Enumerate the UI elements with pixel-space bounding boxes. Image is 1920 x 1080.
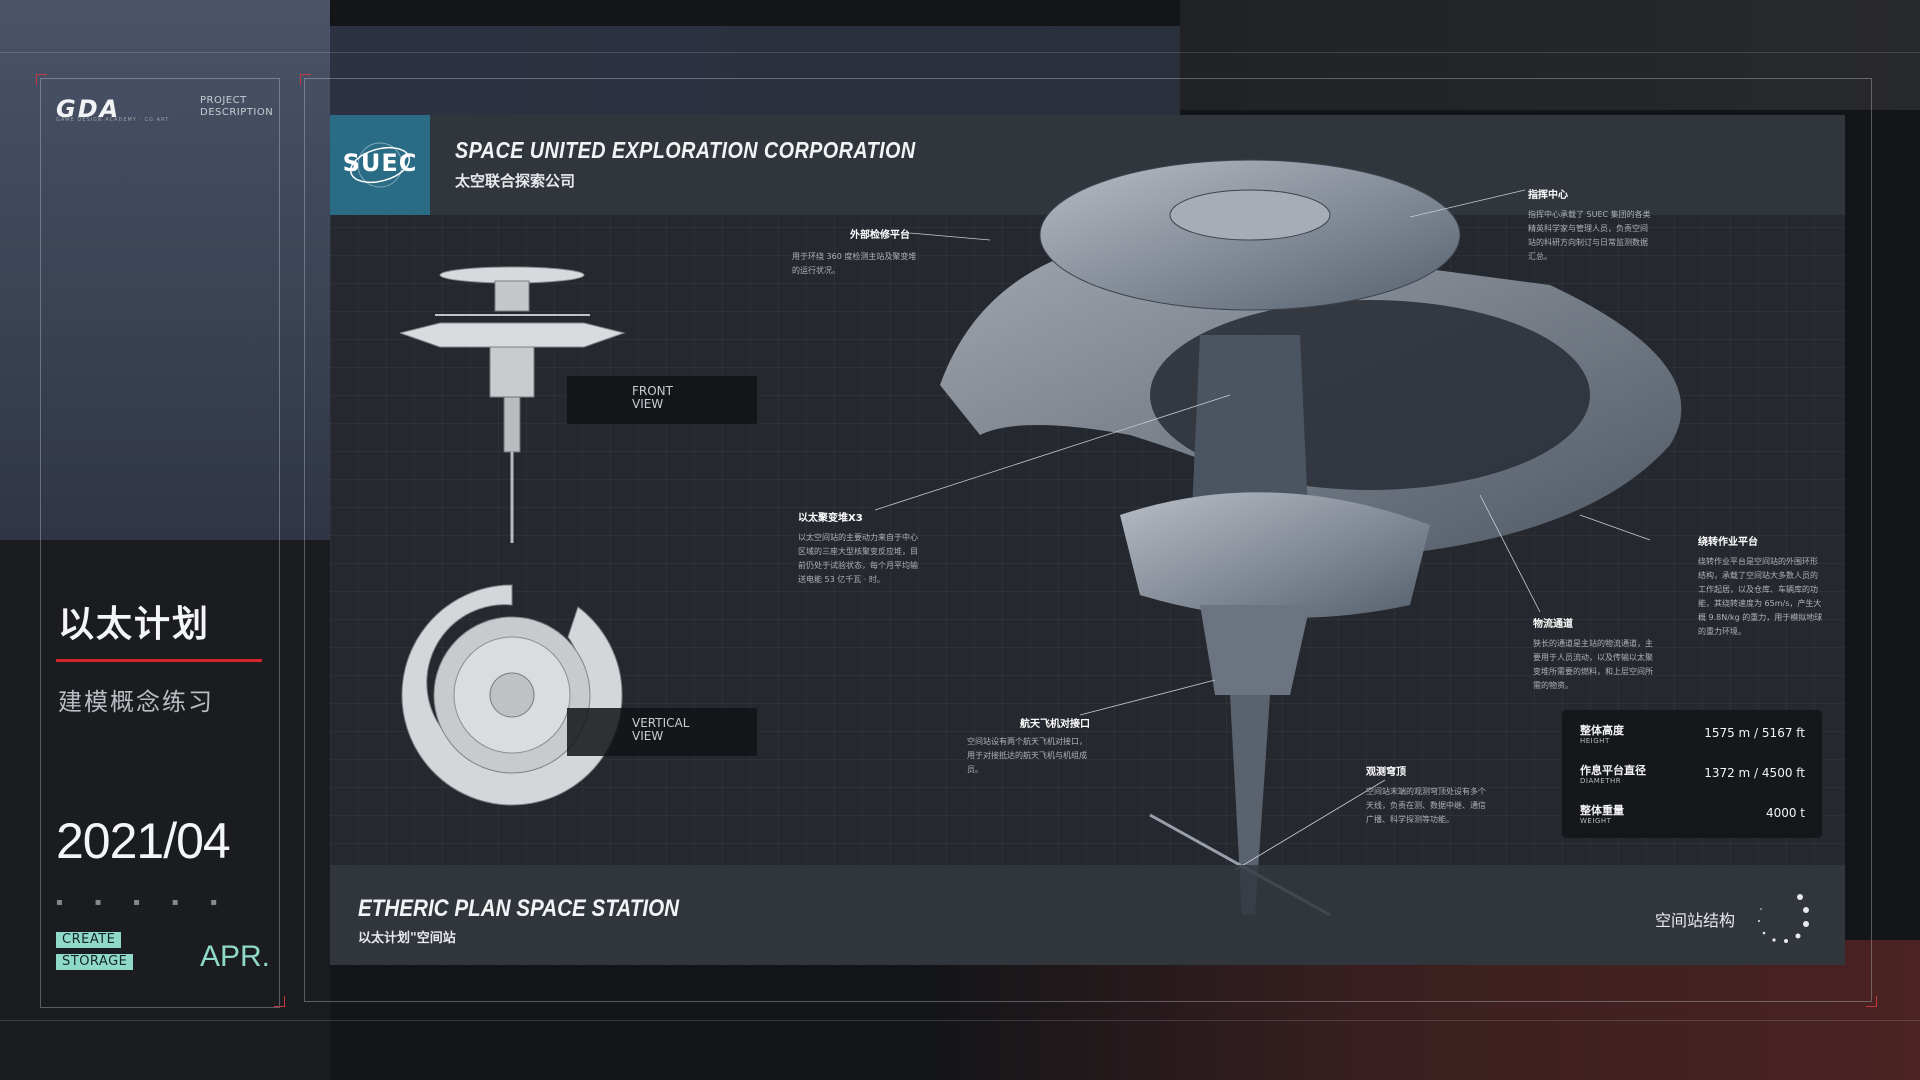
main-frame — [304, 78, 1872, 1002]
annotation-dome-body: 空间站末端的观测穹顶处设有多个天线，负责在测、数据中继、通信广播、科学探测等功能… — [1366, 787, 1486, 824]
space-station-render — [940, 159, 1682, 917]
annotation-maintenance-body: 用于环绕 360 度检测主站及聚变堆的运行状况。 — [792, 252, 917, 275]
company-name-cn: 太空联合探索公司 — [455, 172, 576, 190]
annotation-maintenance-title: 外部检修平台 — [850, 230, 910, 241]
tag-create: CREATE — [56, 932, 122, 948]
corner-mark — [1866, 996, 1877, 1007]
annotation-dock-body: 空间站设有两个航天飞机对接口，用于对接抵达的航天飞机与机组成员。 — [967, 737, 1087, 774]
corner-mark — [274, 996, 285, 1007]
page-subtitle: 建模概念练习 — [58, 688, 214, 716]
annotation-ring-title: 绕转作业平台 — [1698, 537, 1758, 548]
top-rule — [0, 52, 1920, 53]
stats-panel: 整体高度 HEIGHT 1575 m / 5167 ft 作息平台直径 DIAM… — [1562, 710, 1822, 838]
annotation-command-body: 指挥中心承载了 SUEC 集团的各类精英科学家与管理人员，负责空间站的科研方向制… — [1528, 210, 1651, 261]
gda-logo-subtitle: GAME DESIGN ACADEMY · CG ART — [56, 117, 170, 123]
stat-height: 整体高度 HEIGHT 1575 m / 5167 ft — [1580, 724, 1805, 745]
page-title: 以太计划 — [58, 604, 211, 645]
annotation-logistics-body: 狭长的通道是主站的物流通道，主要用于人员流动，以及传输以太聚变堆所需要的燃料，和… — [1533, 639, 1653, 690]
dot-row: ▪ ▪ ▪ ▪ ▪ — [56, 897, 218, 908]
suec-logo-box: SUEC — [330, 115, 430, 215]
stat-diameter: 作息平台直径 DIAMETHR 1372 m / 4500 ft — [1580, 764, 1805, 785]
background-left-bottom — [0, 540, 330, 1080]
annotation-dome-title: 观测穹顶 — [1366, 767, 1406, 778]
company-name-en: SPACE UNITED EXPLORATION CORPORATION — [455, 137, 916, 163]
title-underline — [56, 659, 262, 662]
background-top-right — [1180, 0, 1920, 110]
annotation-fusion-body: 以太空间站的主要动力来自于中心区域的三座大型核聚变反应堆，目前仍处于试验状态，每… — [798, 533, 918, 584]
station-name-en: ETHERIC PLAN SPACE STATION — [358, 895, 680, 922]
background-top-band — [330, 26, 1180, 116]
panel-footer — [330, 865, 1845, 965]
stat-weight: 整体重量 WEIGHT 4000 t — [1580, 804, 1805, 825]
loading-dots-icon — [1758, 894, 1809, 943]
annotation-command-title: 指挥中心 — [1528, 190, 1568, 201]
tag-storage: STORAGE — [56, 954, 134, 970]
project-date: 2021/04 — [56, 813, 231, 869]
leader-lines — [874, 189, 1651, 871]
structure-label: 空间站结构 — [1655, 911, 1736, 930]
corner-mark — [300, 74, 311, 85]
front-view-drawing — [400, 266, 626, 543]
suec-logo-text: SUEC — [342, 149, 418, 177]
background-left-panel — [0, 0, 330, 540]
main-panel: SUEC SPACE UNITED EXPLORATION CORPORATIO… — [330, 115, 1845, 965]
left-frame — [40, 78, 280, 1008]
suec-orbit-icon — [349, 142, 411, 188]
annotation-fusion-title: 以太聚变堆X3 — [798, 513, 863, 524]
gda-logo: GDA — [56, 95, 121, 123]
annotation-logistics-title: 物流通道 — [1533, 619, 1573, 630]
annotation-dock-title: 航天飞机对接口 — [1020, 719, 1090, 730]
vertical-view-drawing — [401, 584, 623, 806]
annotation-ring-body: 绕转作业平台是空间站的外围环形结构，承载了空间站大多数人员的工作起居，以及仓库、… — [1698, 557, 1823, 636]
station-name-cn: 以太计划"空间站 — [358, 931, 456, 946]
corner-mark — [36, 74, 47, 85]
month-label: APR. — [200, 940, 271, 973]
project-description-label: PROJECT DESCRIPTION — [200, 95, 274, 118]
bottom-rule — [0, 1020, 1920, 1021]
